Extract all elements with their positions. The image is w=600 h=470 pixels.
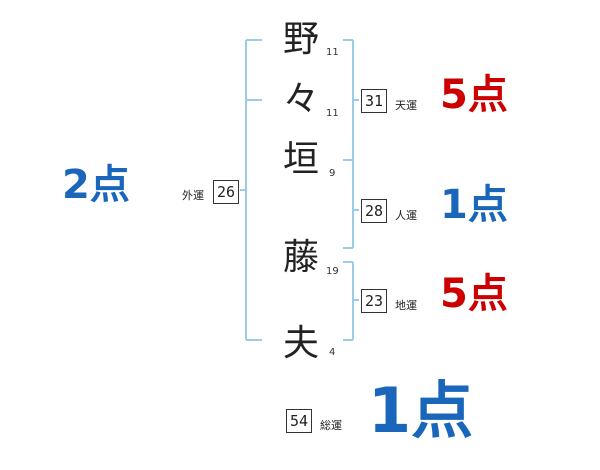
tenun-value-box: 31 <box>361 89 387 113</box>
name-char-5: 夫 <box>283 323 320 364</box>
jinun-value-box: 28 <box>361 199 387 223</box>
chiun-score: 5点 <box>440 271 508 317</box>
soun-score: 1点 <box>368 374 474 447</box>
gaiun-value-box: 26 <box>213 180 239 204</box>
jinun-score: 1点 <box>440 182 508 228</box>
soun-label: 総運 <box>320 419 342 432</box>
chiun-label: 地運 <box>395 299 417 312</box>
stroke-count-1: 11 <box>326 47 339 58</box>
soun-value-box: 54 <box>286 409 312 433</box>
chiun-value-box: 23 <box>361 289 387 313</box>
name-char-4: 藤 <box>283 237 320 278</box>
tenun-score: 5点 <box>440 72 508 118</box>
stroke-count-4: 19 <box>326 266 339 277</box>
tenun-label: 天運 <box>395 99 417 112</box>
name-char-2: 々 <box>283 79 320 120</box>
stroke-count-5: 4 <box>329 347 336 358</box>
name-char-3: 垣 <box>283 139 320 180</box>
jinun-label: 人運 <box>395 209 417 222</box>
stroke-count-2: 11 <box>326 108 339 119</box>
gaiun-score: 2点 <box>62 162 130 208</box>
gaiun-label: 外運 <box>182 189 204 202</box>
name-char-1: 野 <box>283 19 320 60</box>
stroke-count-3: 9 <box>329 168 336 179</box>
